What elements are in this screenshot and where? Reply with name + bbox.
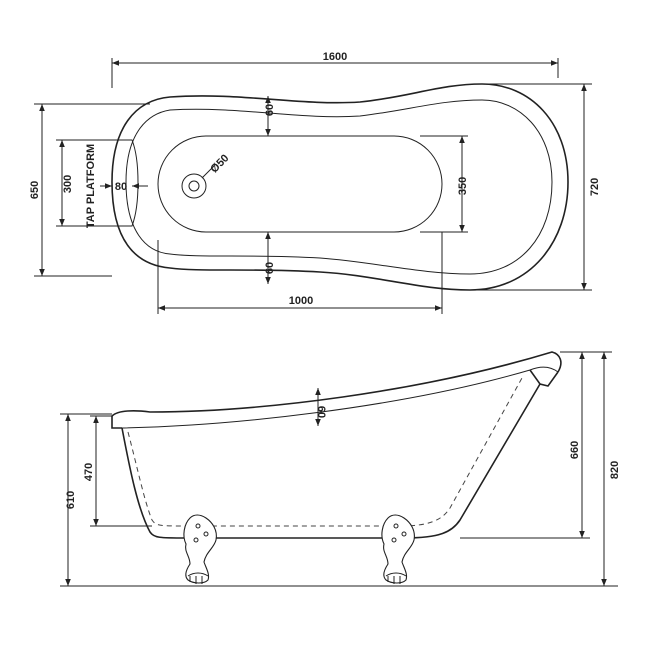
dim-rim-thickness: 60 <box>315 406 327 418</box>
dim-foot-end-height: 610 <box>65 491 77 509</box>
waste-leader <box>201 165 215 179</box>
tub-inner-dashed <box>127 377 523 527</box>
top-view: 1600 720 650 300 TAP PLATFORM 80 60 60 3… <box>29 51 601 314</box>
dim-inner-length: 1000 <box>289 295 313 307</box>
right-claw-foot <box>381 514 415 584</box>
dim-bottom-rim: 60 <box>264 262 276 274</box>
dim-inner-depth: 470 <box>83 463 95 481</box>
dim-waste-diameter: Ø50 <box>208 152 231 175</box>
side-view: 610 470 60 660 820 <box>60 351 621 587</box>
tub-head-lip <box>529 369 559 387</box>
dim-overall-height: 820 <box>609 461 621 479</box>
waste-inner-circle <box>188 180 200 192</box>
left-claw-foot <box>183 514 217 584</box>
tap-platform-label: TAP PLATFORM <box>85 144 97 228</box>
dim-tap-platform-depth: 80 <box>115 181 127 193</box>
tub-rim-front <box>111 416 122 429</box>
dim-overall-length: 1600 <box>323 51 347 63</box>
tub-rim-underside <box>119 366 559 429</box>
dim-tap-platform-width: 300 <box>62 175 74 193</box>
dim-inner-width: 350 <box>457 177 469 195</box>
dim-left-end-width: 650 <box>29 181 41 199</box>
dim-head-end-height: 660 <box>569 441 581 459</box>
tub-outer-outline <box>111 83 569 291</box>
dim-overall-width: 720 <box>589 178 601 196</box>
tap-platform-outline <box>112 139 139 227</box>
tub-rim-top <box>111 351 562 417</box>
tub-rim-inner-line <box>125 99 553 275</box>
dim-top-rim: 60 <box>264 104 276 116</box>
waste-outer-circle <box>181 173 207 199</box>
inner-basin <box>157 135 443 233</box>
tub-body-outer <box>121 383 541 539</box>
